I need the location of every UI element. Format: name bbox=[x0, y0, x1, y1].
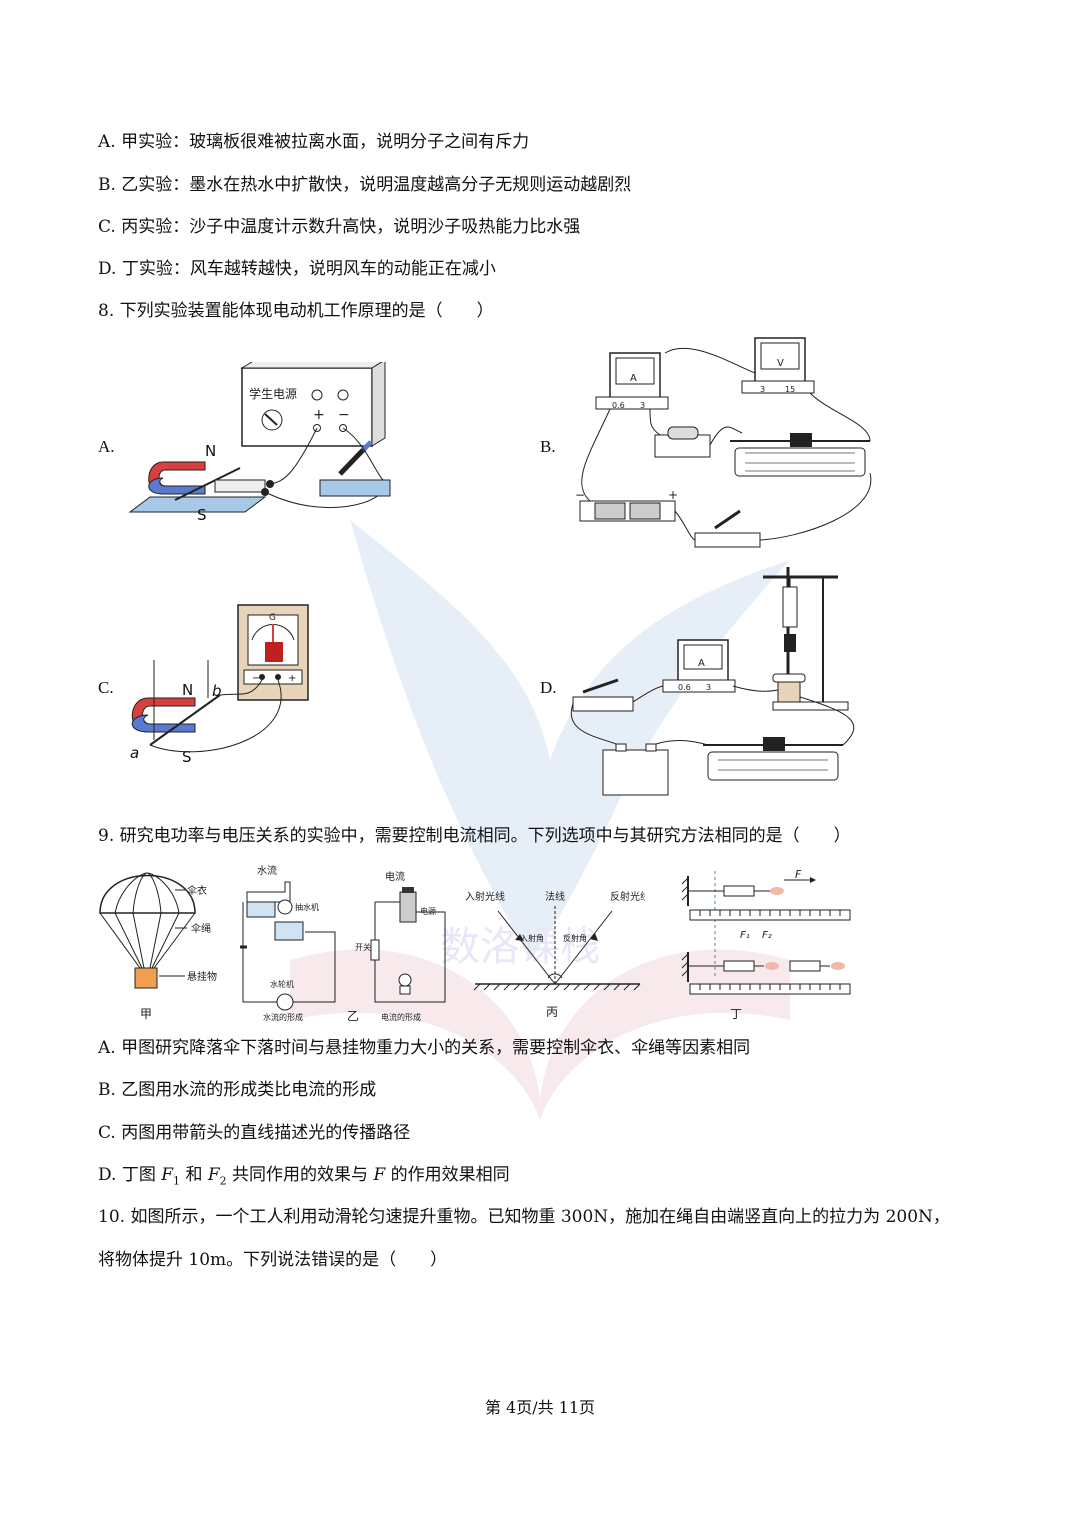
q9-figure-ding: F F₁ F₂ 丁 bbox=[681, 868, 851, 1021]
svg-text:+: + bbox=[668, 488, 678, 502]
svg-text:3: 3 bbox=[706, 683, 711, 692]
rheostat-icon bbox=[707, 751, 839, 781]
svg-text:−: − bbox=[252, 673, 260, 684]
svg-text:F₂: F₂ bbox=[762, 930, 772, 941]
svg-text:反射光线: 反射光线 bbox=[610, 890, 645, 903]
battery-icon bbox=[602, 749, 669, 796]
svg-text:3: 3 bbox=[760, 385, 765, 394]
q9-option-c: C. 丙图用带箭头的直线描述光的传播路径 bbox=[98, 1123, 411, 1143]
svg-text:G: G bbox=[269, 613, 276, 623]
svg-text:−: − bbox=[338, 407, 350, 423]
spring-scale-icon bbox=[723, 885, 755, 897]
switch-icon bbox=[572, 696, 634, 712]
q8-label-c: C. bbox=[98, 678, 114, 697]
svg-text:法线: 法线 bbox=[545, 890, 565, 903]
q9-option-a: A. 甲图研究降落伞下落时间与悬挂物重力大小的关系，需要控制伞衣、伞绳等因素相同 bbox=[98, 1038, 751, 1058]
svg-text:−: − bbox=[575, 488, 585, 502]
svg-text:电流的形成: 电流的形成 bbox=[381, 1012, 421, 1022]
spring-scale-icon bbox=[782, 586, 798, 628]
q9-stem: 9. 研究电功率与电压关系的实验中，需要控制电流相同。下列选项中与其研究方法相同… bbox=[98, 826, 851, 846]
q7-option-d: D. 丁实验：风车越转越快，说明风车的动能正在减小 bbox=[98, 259, 496, 279]
svg-text:伞绳: 伞绳 bbox=[191, 922, 211, 935]
power-switch-icon-2 bbox=[337, 389, 349, 401]
q8-label-a: A. bbox=[98, 437, 115, 456]
svg-text:悬挂物: 悬挂物 bbox=[187, 970, 217, 983]
magnet-south-icon bbox=[148, 477, 206, 495]
q7-option-a: A. 甲实验：玻璃板很难被拉离水面，说明分子之间有斥力 bbox=[98, 132, 530, 152]
q8-label-d: D. bbox=[540, 678, 557, 697]
svg-text:+: + bbox=[313, 407, 325, 423]
svg-text:电源: 电源 bbox=[420, 906, 436, 916]
solenoid-icon bbox=[777, 679, 801, 703]
svg-text:抽水机: 抽水机 bbox=[295, 902, 319, 912]
svg-text:V: V bbox=[777, 358, 784, 369]
svg-text:3: 3 bbox=[640, 401, 645, 410]
svg-text:b: b bbox=[212, 682, 222, 700]
q9-option-b: B. 乙图用水流的形成类比电流的形成 bbox=[98, 1080, 377, 1100]
svg-text:0.6: 0.6 bbox=[678, 683, 691, 692]
battery-icon bbox=[399, 891, 417, 923]
battery-icon bbox=[579, 500, 676, 522]
svg-text:F: F bbox=[795, 868, 802, 881]
q8-figure-d: A 0.6 3 bbox=[570, 567, 855, 796]
page-footer: 第 4页/共 11页 bbox=[484, 1398, 596, 1417]
svg-text:数洛课栈: 数洛课栈 bbox=[440, 924, 600, 970]
svg-text:S: S bbox=[182, 748, 192, 766]
svg-text:15: 15 bbox=[785, 385, 795, 394]
q8-stem: 8. 下列实验装置能体现电动机工作原理的是（ ） bbox=[98, 301, 494, 321]
n-pole-label: N bbox=[205, 442, 216, 460]
svg-text:水流: 水流 bbox=[257, 864, 277, 877]
rheostat-icon bbox=[734, 447, 866, 477]
q8-figure-a: 学生电源 + − N S bbox=[128, 362, 391, 524]
q10-stem-line2: 将物体提升 10m。下列说法错误的是（ ） bbox=[98, 1250, 448, 1270]
svg-text:a: a bbox=[130, 744, 139, 762]
s-pole-label: S bbox=[197, 506, 207, 524]
svg-text:水轮机: 水轮机 bbox=[270, 979, 294, 989]
q9-figure-jia: 伞衣 伞绳 悬挂物 甲 bbox=[99, 872, 217, 1021]
svg-text:0.6: 0.6 bbox=[612, 401, 625, 410]
svg-text:电流: 电流 bbox=[385, 870, 405, 883]
svg-text:+: + bbox=[288, 673, 296, 684]
svg-text:伞衣: 伞衣 bbox=[187, 884, 207, 897]
q9-figure-bing: 入射光线 法线 反射光线 入射角 反射角 丙 bbox=[465, 890, 645, 1019]
svg-text:A: A bbox=[698, 658, 705, 669]
watermark-logo: 数洛课栈 bbox=[290, 520, 790, 1120]
q9-option-d: D. 丁图 F1 和 F2 共同作用的效果与 F 的作用效果相同 bbox=[98, 1165, 510, 1188]
switch-icon bbox=[694, 532, 761, 548]
svg-text:丁: 丁 bbox=[730, 1007, 742, 1021]
turbine-icon bbox=[276, 993, 294, 1011]
svg-text:丙: 丙 bbox=[546, 1005, 558, 1019]
q8-label-b: B. bbox=[540, 437, 556, 456]
svg-text:反射角: 反射角 bbox=[563, 933, 587, 943]
parachute-canopy-icon bbox=[99, 874, 196, 914]
power-switch-icon bbox=[311, 389, 323, 401]
power-title: 学生电源 bbox=[249, 386, 297, 401]
load-block-icon bbox=[134, 967, 158, 989]
svg-text:A: A bbox=[630, 373, 637, 384]
svg-text:入射光线: 入射光线 bbox=[465, 890, 505, 903]
q10-stem-line1: 10. 如图所示，一个工人利用动滑轮匀速提升重物。已知物重 300N，施加在绳自… bbox=[98, 1207, 950, 1227]
q9-figure-yi: 水流 抽水机 水轮机 水流的形成 电流 电源 开关 电流的形成 乙 bbox=[240, 864, 446, 1022]
q8-figure-b: A 0.6 3 V 3 15 − + bbox=[575, 337, 872, 548]
svg-text:开关: 开关 bbox=[355, 942, 371, 952]
svg-text:甲: 甲 bbox=[140, 1007, 152, 1021]
svg-text:N: N bbox=[182, 681, 193, 699]
svg-text:乙: 乙 bbox=[347, 1009, 359, 1022]
svg-text:F₁: F₁ bbox=[740, 930, 750, 941]
switch-icon bbox=[370, 939, 380, 961]
svg-text:水流的形成: 水流的形成 bbox=[263, 1012, 303, 1022]
bulb-icon bbox=[398, 973, 412, 987]
q8-figure-c: G − + N b a S bbox=[130, 604, 309, 766]
q7-option-b: B. 乙实验：墨水在热水中扩散快，说明温度越高分子无规则运动越剧烈 bbox=[98, 175, 632, 195]
magnet-south-icon bbox=[131, 714, 196, 733]
pump-icon bbox=[277, 899, 293, 915]
svg-text:入射角: 入射角 bbox=[520, 933, 544, 943]
q7-option-c: C. 丙实验：沙子中温度计示数升高快，说明沙子吸热能力比水强 bbox=[98, 217, 581, 237]
